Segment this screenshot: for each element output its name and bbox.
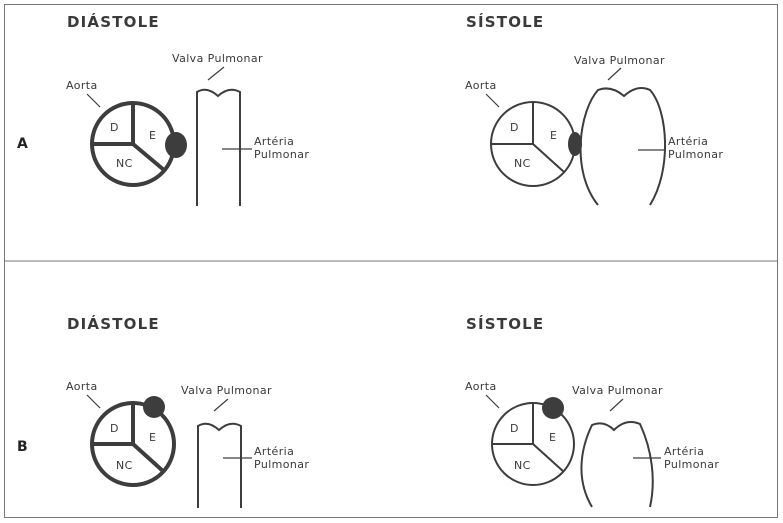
aorta-leader: [485, 93, 500, 108]
cusp-label-d: D: [510, 121, 519, 134]
aorta-label: Aorta: [66, 380, 98, 393]
aortic-valve: D E NC: [491, 402, 575, 486]
aorta-label: Aorta: [465, 79, 497, 92]
pulmonary-artery: [579, 87, 666, 206]
aortic-valve: D E NC: [90, 401, 176, 487]
valve-label: Valva Pulmonar: [572, 384, 663, 397]
panel-title: DIÁSTOLE: [67, 12, 160, 31]
panel-title: DIÁSTOLE: [67, 314, 160, 333]
artery-label-line2: Pulmonar: [254, 458, 309, 471]
aorta-label: Aorta: [465, 380, 497, 393]
cusp-label-nc: NC: [514, 459, 531, 472]
valve-leader: [607, 67, 622, 81]
cusp-label-e: E: [550, 129, 557, 142]
coronary-artery-marker: [143, 396, 165, 418]
valve-leader: [609, 398, 624, 412]
panel-b-systole: SÍSTOLE Aorta D E NC Valva Pulmonar Arté…: [465, 314, 719, 508]
artery-label-line2: Pulmonar: [254, 148, 309, 161]
valve-leader: [213, 398, 229, 412]
aorta-leader: [86, 394, 101, 409]
aorta-label: Aorta: [66, 79, 98, 92]
artery-label-line1: Artéria: [254, 445, 294, 458]
cusp-label-e: E: [149, 129, 156, 142]
panel-title: SÍSTOLE: [466, 12, 544, 31]
pulmonary-artery: [580, 421, 654, 508]
coronary-artery-marker: [542, 397, 564, 419]
coronary-artery-marker: [568, 132, 582, 156]
pulmonary-artery: [197, 422, 242, 508]
artery-label-line1: Artéria: [254, 135, 294, 148]
cusp-label-d: D: [510, 422, 519, 435]
aorta-leader: [485, 394, 500, 409]
cusp-divider: [532, 143, 565, 173]
valve-label: Valva Pulmonar: [172, 52, 263, 65]
panel-b-diastole: DIÁSTOLE Aorta D E NC Valva Pulmonar Art…: [66, 314, 309, 508]
valve-leader: [207, 66, 225, 81]
row-label-a: A: [17, 136, 28, 152]
valve-label: Valva Pulmonar: [181, 384, 272, 397]
aortic-valve: D E NC: [490, 101, 576, 187]
cusp-label-nc: NC: [116, 157, 133, 170]
panel-title: SÍSTOLE: [466, 314, 544, 333]
cusp-label-d: D: [110, 422, 119, 435]
artery-label-line2: Pulmonar: [668, 148, 723, 161]
cusp-label-e: E: [549, 431, 556, 444]
cusp-label-e: E: [149, 431, 156, 444]
aorta-leader: [86, 93, 101, 108]
cusp-divider: [131, 142, 166, 172]
panel-a-systole: SÍSTOLE Aorta D E NC Valva Pulmonar Arté…: [465, 12, 723, 206]
artery-label-line1: Artéria: [668, 135, 708, 148]
cusp-label-nc: NC: [514, 157, 531, 170]
aortic-valve: D E NC: [90, 101, 176, 187]
cusp-divider: [131, 442, 166, 474]
pulmonary-artery: [196, 88, 241, 206]
cusp-label-nc: NC: [116, 459, 133, 472]
coronary-artery-marker: [165, 132, 187, 158]
cusp-label-d: D: [110, 121, 119, 134]
artery-label-line1: Artéria: [664, 445, 704, 458]
cusp-divider: [532, 443, 565, 473]
panel-a-diastole: DIÁSTOLE Aorta D E NC Valva Pulmonar Art…: [66, 12, 309, 206]
row-label-b: B: [17, 439, 28, 455]
artery-label-line2: Pulmonar: [664, 458, 719, 471]
valve-label: Valva Pulmonar: [574, 54, 665, 67]
